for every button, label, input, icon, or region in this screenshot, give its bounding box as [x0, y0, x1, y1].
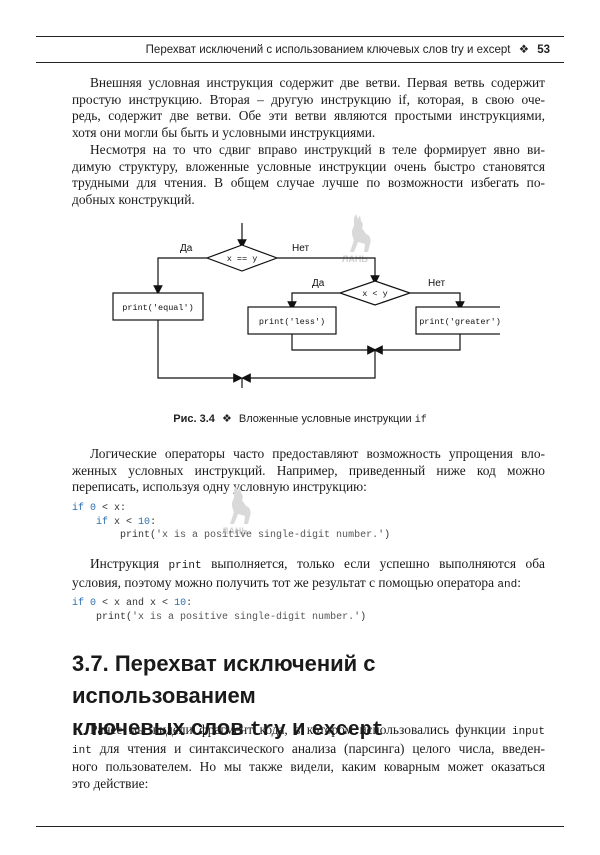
- outer-merge-right: [241, 350, 376, 383]
- text-line: Несмотря на то что сдвиг вправо инструкц…: [90, 142, 545, 157]
- outer-yes-label: Да: [180, 243, 193, 254]
- inner-merge-left: [291, 334, 377, 355]
- code-line: print('x is a positive single-digit numb…: [96, 611, 367, 623]
- figure-caption: Рис. 3.4 ❖ Вложенные условные инструкции…: [0, 412, 600, 426]
- caption-label: Рис. 3.4: [173, 413, 215, 425]
- ornament-icon: ❖: [518, 44, 529, 56]
- code-block-2: if 0 < x and x < 10: print('x is a posit…: [72, 597, 366, 624]
- code-line: print('x is a positive single-digit numb…: [120, 530, 391, 541]
- box-less-text: print('less'): [259, 317, 325, 327]
- text-line: Инструкция print выполняется, только есл…: [90, 556, 546, 572]
- text-line: хотя они могли бы быть и условными инстр…: [72, 125, 376, 141]
- watermark-text: ЛАНЬ: [222, 526, 248, 536]
- inner-yes-label: Да: [312, 278, 325, 289]
- code-line: if 0 < x and x < 10:: [72, 598, 193, 609]
- outer-condition-diamond: [205, 244, 279, 272]
- text-line: редь, содержит две ветви. Обе эти ветви …: [72, 108, 545, 124]
- paragraph-5: Ранее мы видели фрагмент кода, в котором…: [72, 722, 545, 793]
- paragraph-1: Внешняя условная инструкция содержит две…: [72, 75, 545, 142]
- text-line: Внешняя условная инструкция содержит две…: [90, 75, 545, 90]
- section-number: 3.7.: [72, 651, 109, 676]
- inner-merge-right: [373, 334, 461, 355]
- text-line: условия, поэтому можно получить тот же р…: [72, 574, 521, 591]
- box-equal: [112, 292, 204, 321]
- flowchart-figure: x == y x < y print('equal') print('less'…: [112, 223, 500, 388]
- text-line: простую инструкцию. Вторая – другую инст…: [72, 91, 545, 107]
- outer-condition-text: x == y: [227, 254, 258, 264]
- text-line: переписать, используя одну условную инст…: [72, 479, 367, 495]
- section-and: и: [292, 715, 306, 740]
- header-bottom-rule: [36, 62, 564, 63]
- footer-rule: [36, 826, 564, 827]
- code-line: if 0 < x:: [72, 503, 127, 514]
- watermark-text: ЛАНЬ: [342, 254, 368, 264]
- box-greater: [415, 306, 500, 335]
- section-title-b: ключевых слов: [72, 715, 244, 740]
- text-line: женных условных инструкций. Например, пр…: [72, 462, 545, 478]
- watermark-deer-icon: ЛАНЬ: [342, 214, 371, 264]
- paragraph-4: Инструкция print выполняется, только есл…: [72, 556, 545, 593]
- outer-merge-left: [157, 320, 243, 383]
- outer-yes-arrow: [153, 257, 207, 295]
- box-equal-text: print('equal'): [122, 303, 193, 313]
- text-line: ного пользователем. Но мы также видели, …: [72, 759, 545, 775]
- text-line: Ранее мы видели фрагмент кода, в котором…: [90, 722, 545, 738]
- text-line: int для чтения и синтаксического анализа…: [72, 740, 545, 757]
- page-number: 53: [537, 44, 550, 56]
- text-line: трудными для чтения. В общем случае лучш…: [72, 175, 545, 191]
- inner-condition-text: x < y: [362, 289, 388, 299]
- text-line: димую структуру, вложенные условные инст…: [72, 158, 545, 174]
- outer-no-arrow: [277, 257, 380, 285]
- caption-code: if: [414, 415, 427, 426]
- paragraph-3: Логические операторы часто предоставляют…: [72, 446, 545, 496]
- outer-no-label: Нет: [292, 243, 309, 254]
- section-keyword-except: except: [311, 719, 384, 742]
- inner-no-arrow: [410, 292, 465, 311]
- code-block-1: if 0 < x: if x < 10: print('x is a posit…: [72, 502, 390, 543]
- box-greater-text: print('greater'): [419, 317, 500, 327]
- running-title: Перехват исключений с использованием клю…: [145, 44, 511, 56]
- paragraph-2: Несмотря на то что сдвиг вправо инструкц…: [72, 142, 545, 209]
- text-line: добных конструкций.: [72, 192, 195, 208]
- watermark-deer-icon: ЛАНЬ: [222, 486, 251, 536]
- section-title-a: Перехват исключений с использованием: [72, 651, 376, 708]
- caption-ornament-icon: ❖: [221, 413, 232, 425]
- text-line: это действие:: [72, 776, 149, 792]
- inner-yes-arrow: [287, 292, 340, 311]
- header-top-rule: [36, 36, 564, 37]
- inner-no-label: Нет: [428, 278, 445, 289]
- code-line: if x < 10:: [96, 516, 157, 528]
- text-line: Логические операторы часто предоставляют…: [90, 446, 545, 461]
- section-keyword-try: try: [249, 719, 286, 742]
- caption-text: Вложенные условные инструкции: [238, 413, 412, 425]
- inner-condition-diamond: [338, 280, 412, 306]
- section-heading: 3.7. Перехват исключений с использование…: [72, 648, 562, 747]
- running-head: Перехват исключений с использованием клю…: [146, 42, 550, 56]
